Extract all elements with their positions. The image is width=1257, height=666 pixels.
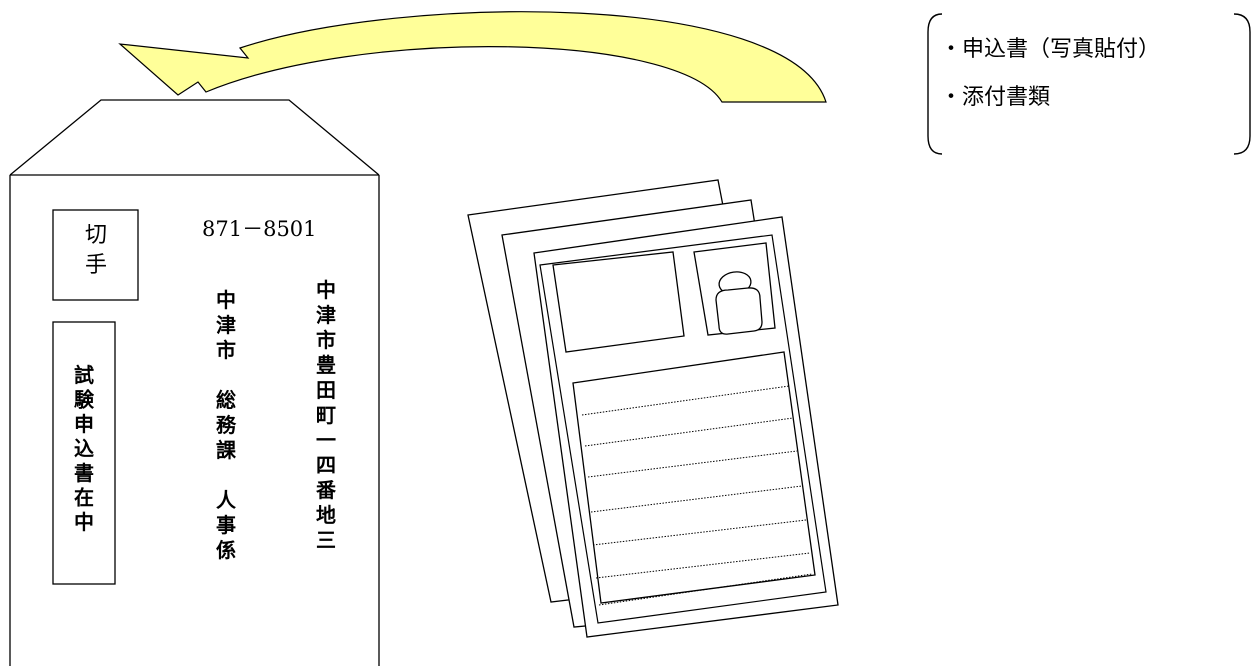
contents-item-attachments: ・添付書類 <box>940 85 1050 110</box>
application-form-border <box>539 234 827 624</box>
person-photo-icon <box>715 271 763 335</box>
form-ruled-lines <box>581 385 813 606</box>
form-info-box <box>552 251 685 353</box>
enclosure-note-box <box>52 321 116 585</box>
recipient-department: 中津市総務課人事係 <box>216 288 237 562</box>
form-lined-area <box>572 351 816 604</box>
envelope-flap <box>9 99 380 176</box>
stamp-box <box>52 209 139 301</box>
contents-list: ・申込書（写真貼付） ・添付書類 <box>927 13 1251 155</box>
contents-item-application: ・申込書（写真貼付） <box>940 37 1160 62</box>
enclosure-note-text: 試験申込書在中 <box>74 363 95 534</box>
envelope: 切手 試験申込書在中 871－8501 中津市豊田町一四番地三 中津市総務課人事… <box>9 99 380 666</box>
recipient-address: 中津市豊田町一四番地三 <box>315 278 337 552</box>
left-bracket <box>927 13 943 155</box>
right-bracket <box>1233 13 1251 155</box>
curved-arrow <box>118 11 827 103</box>
document-stack <box>467 179 839 638</box>
stamp-label: 切手 <box>85 223 107 278</box>
postal-code: 871－8501 <box>202 217 317 241</box>
